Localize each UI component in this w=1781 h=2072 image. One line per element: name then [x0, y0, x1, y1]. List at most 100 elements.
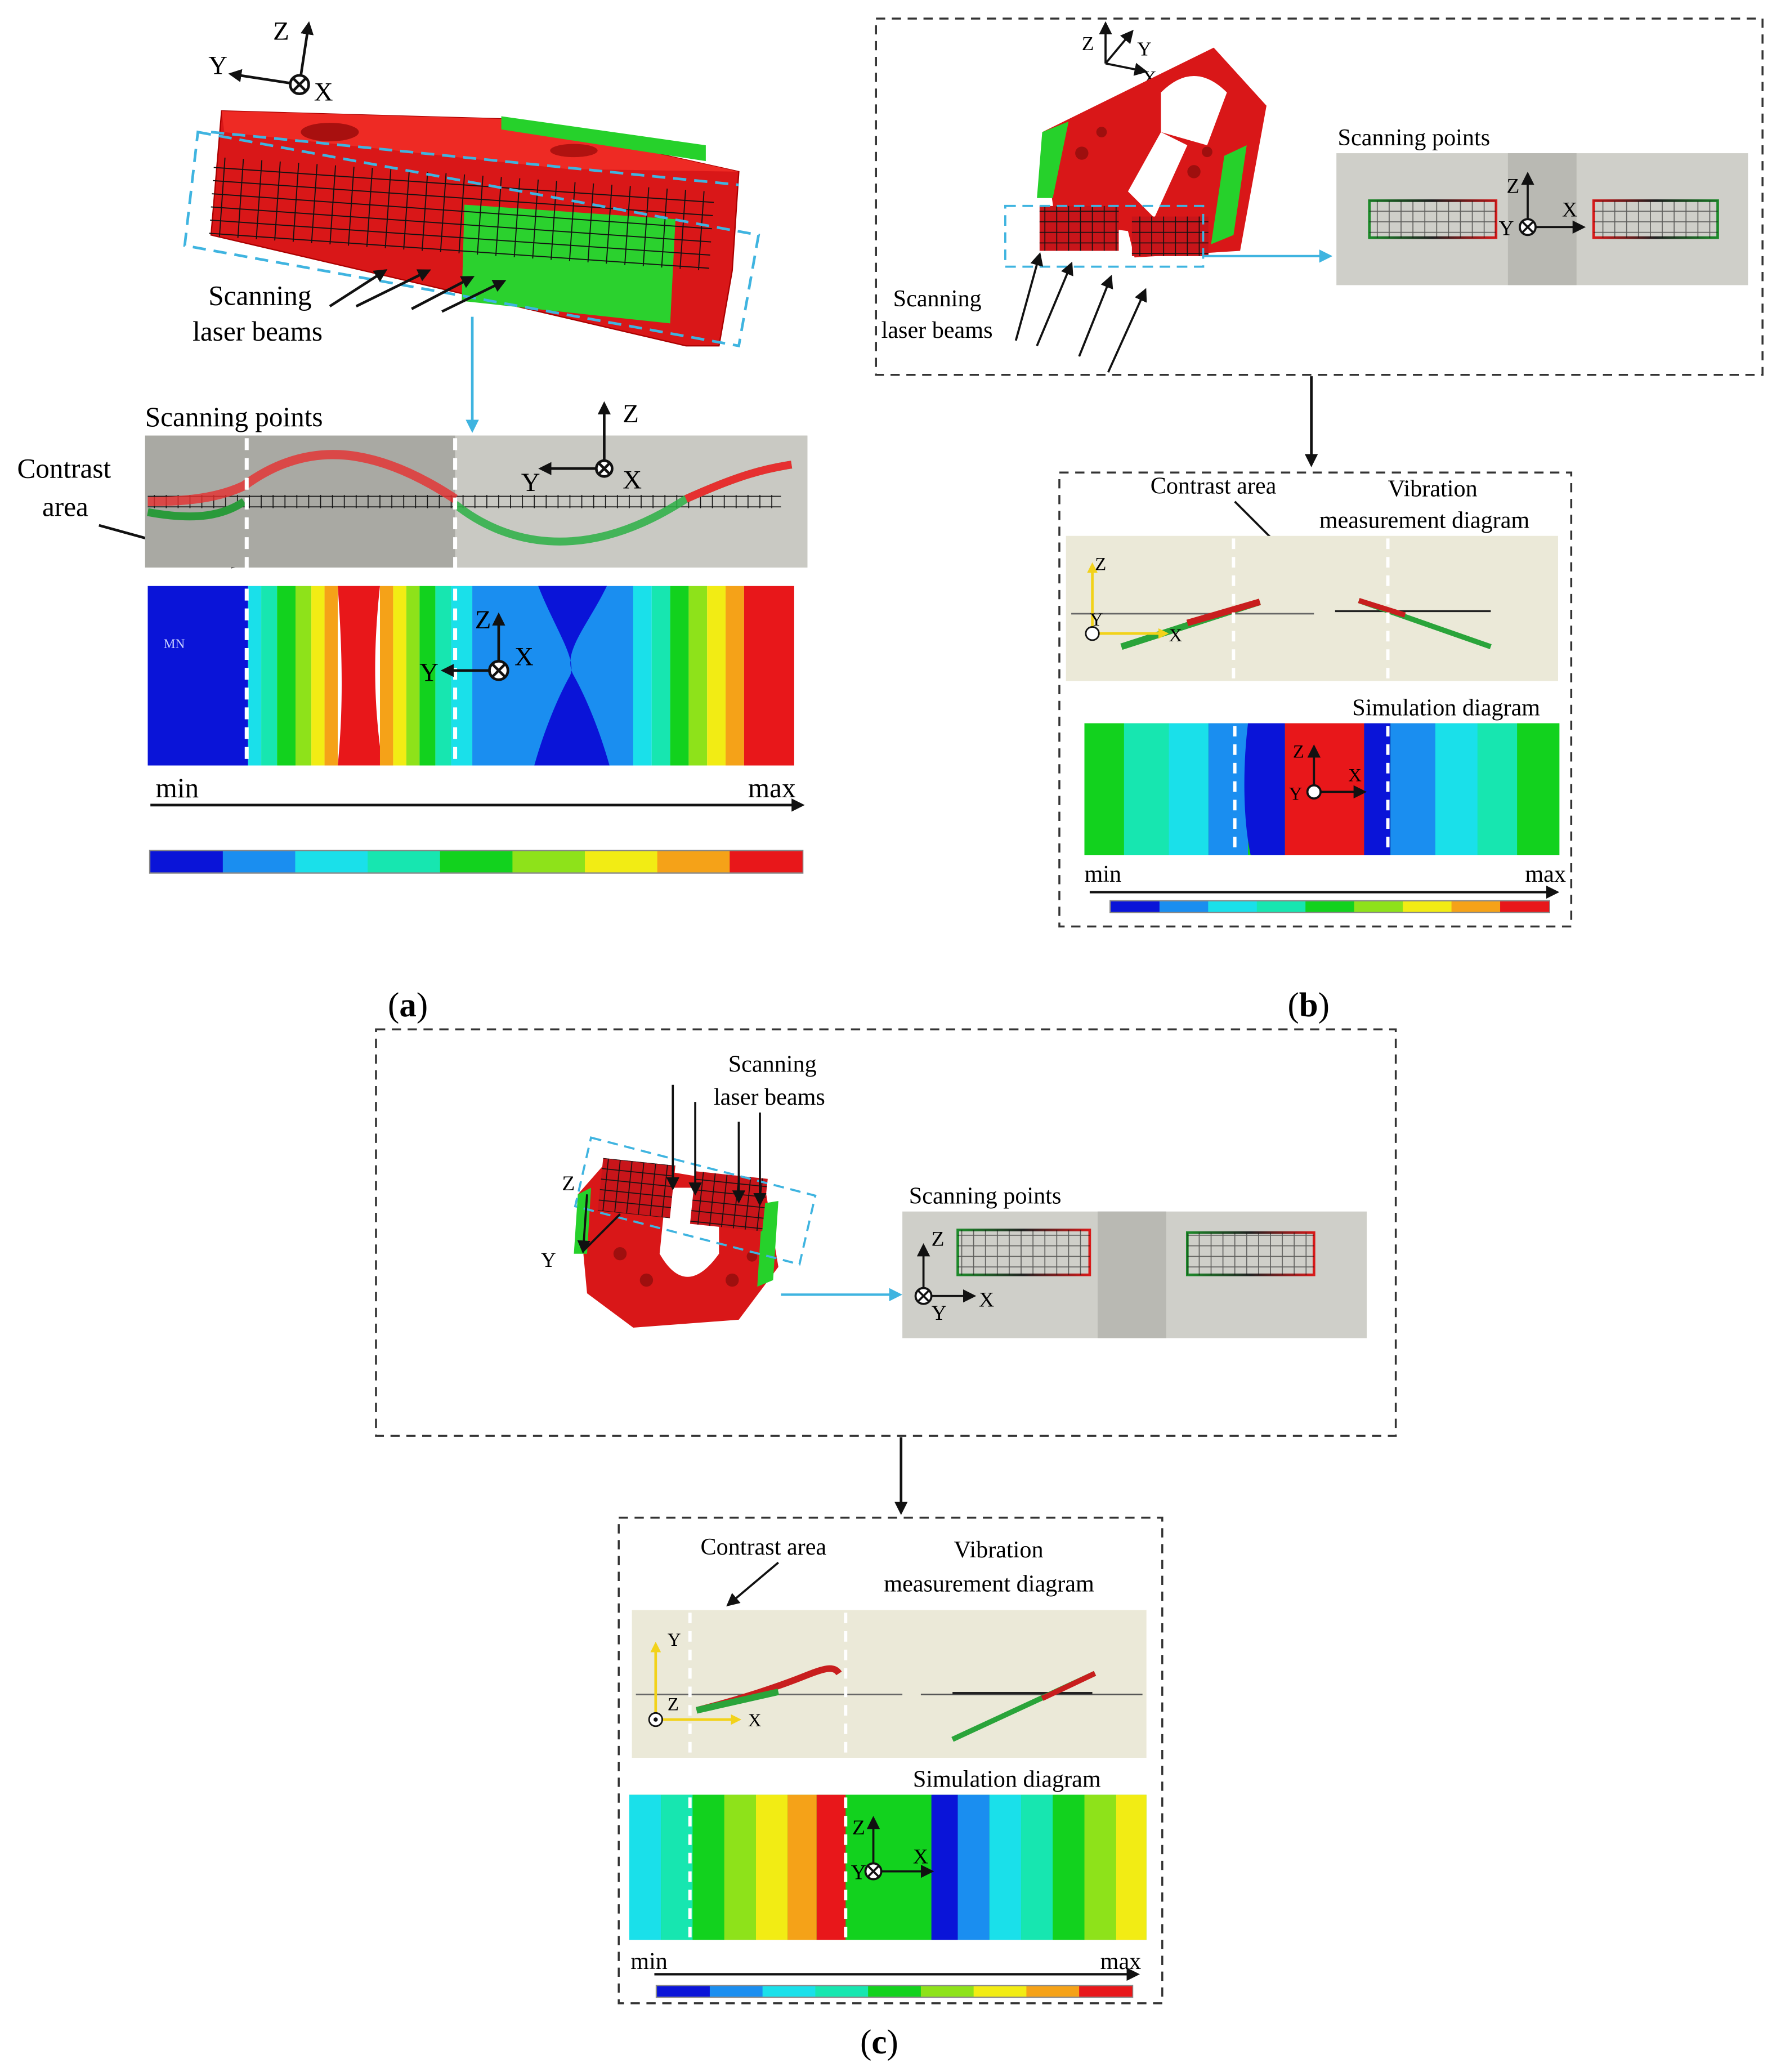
axis-label-z-b1: Z: [1082, 33, 1094, 55]
axis-label-z-b3: Z: [1095, 555, 1106, 575]
color-scale-swatch: [1305, 901, 1355, 912]
laser-beam-arrows-b: [1014, 252, 1147, 373]
contrast-label-b: Contrast area: [1151, 473, 1277, 499]
scan-points-label-c: Scanning points: [909, 1183, 1062, 1209]
axis-triad-a-top: [228, 21, 314, 95]
vib-label-c-line1: Vibration: [954, 1537, 1043, 1563]
axis-label-y-b1: Y: [1137, 38, 1151, 60]
color-scale-swatch: [709, 1986, 763, 1997]
axis-label-y-c2: Y: [932, 1302, 947, 1325]
axis-label-z-c4: Z: [852, 1816, 865, 1839]
panel-c-bottom-frame: [617, 1516, 1164, 2004]
color-scale-bar-b: [1109, 900, 1550, 914]
color-scale-swatch: [1079, 1986, 1133, 1997]
beams-label-b-line1: Scanning: [893, 285, 982, 312]
panel-c: Scanning laser beams Z Y: [375, 1028, 1397, 2061]
panel-label-c: (c): [860, 2024, 898, 2061]
vibration-diagram-c: [632, 1610, 1147, 1758]
scale-min-b: min: [1085, 861, 1122, 887]
panel-b: Z Y X Scanning laser beams Scanning poin…: [875, 17, 1764, 1024]
axis-label-x: X: [314, 77, 333, 106]
laser-beam-arrows-a: [329, 269, 507, 313]
contrast-label-a-line2: area: [42, 492, 88, 523]
axis-label-y-b3: Y: [1090, 610, 1103, 630]
panel-c-top-frame: [375, 1028, 1397, 1437]
scan-photo-a: [145, 401, 808, 568]
color-scale-swatch: [657, 1986, 710, 1997]
vib-label-c-line2: measurement diagram: [884, 1571, 1094, 1597]
beams-label-c-line2: laser beams: [714, 1084, 825, 1110]
scale-max-b: max: [1525, 861, 1566, 887]
color-scale-swatch: [150, 851, 223, 873]
scan-points-label-b: Scanning points: [1338, 124, 1491, 151]
color-scale-swatch: [920, 1986, 974, 1997]
color-scale-swatch: [295, 851, 368, 873]
color-scale-swatch: [1026, 1986, 1080, 1997]
color-scale-swatch: [1403, 901, 1452, 912]
color-scale-swatch: [440, 851, 513, 873]
vibration-diagram-b: [1066, 535, 1558, 681]
scan-points-label-a: Scanning points: [145, 401, 323, 432]
vib-label-b-line2: measurement diagram: [1319, 507, 1530, 534]
color-scale-swatch: [512, 851, 585, 873]
contrast-label-c: Contrast area: [701, 1534, 827, 1560]
color-scale-swatch: [1354, 901, 1403, 912]
axis-label-z-b2: Z: [1507, 175, 1520, 198]
sim-label-c: Simulation diagram: [913, 1766, 1101, 1793]
axis-label-y-c1: Y: [541, 1249, 556, 1272]
beams-label-a-line2: laser beams: [193, 316, 323, 347]
axis-label-y-a2: Y: [521, 468, 540, 497]
color-scale-swatch: [730, 851, 803, 873]
color-scale-swatch: [815, 1986, 869, 1997]
axis-label-z-c1: Z: [562, 1172, 575, 1195]
axis-label-y-a3: Y: [419, 658, 438, 687]
color-scale-swatch: [585, 851, 658, 873]
color-scale-swatch: [973, 1986, 1027, 1997]
part-model-b: [1004, 47, 1267, 268]
laser-beam-arrows-c: [666, 1084, 767, 1207]
axis-label-z: Z: [273, 17, 289, 46]
vib-label-b-line1: Vibration: [1388, 475, 1478, 502]
axis-label-x-c3: X: [748, 1711, 762, 1731]
axis-label-z-a3: Z: [475, 605, 491, 635]
axis-label-y-c3: Y: [668, 1630, 681, 1650]
color-scale-bar-c: [655, 1985, 1134, 1998]
mn-marker-a: MN: [164, 637, 185, 651]
axis-label-x-a2: X: [623, 465, 642, 494]
axis-label-z-b4: Z: [1293, 742, 1304, 762]
color-scale-swatch: [1111, 901, 1160, 912]
axis-label-x-b2: X: [1562, 199, 1577, 222]
part-model-a: [183, 110, 760, 347]
axis-label-z-a2: Z: [623, 399, 639, 428]
simulation-contour-c: [629, 1794, 1147, 1940]
axis-triad-b-top: [1099, 21, 1148, 76]
color-scale-swatch: [1451, 901, 1501, 912]
beams-label-b-line2: laser beams: [881, 317, 993, 343]
scale-min-c: min: [630, 1948, 668, 1975]
axis-label-y-c4: Y: [851, 1861, 866, 1885]
axis-label-y: Y: [208, 51, 227, 80]
axis-label-x-a3: X: [514, 642, 534, 671]
panel-label-b: (b): [1287, 986, 1329, 1024]
axis-label-x-c2: X: [979, 1288, 994, 1311]
axis-label-x-b3: X: [1169, 626, 1183, 646]
color-scale-swatch: [1159, 901, 1209, 912]
scale-max-a: max: [748, 772, 796, 803]
beams-label-a-line1: Scanning: [208, 280, 311, 311]
color-scale-swatch: [1208, 901, 1258, 912]
color-scale-swatch: [868, 1986, 921, 1997]
beams-label-c-line1: Scanning: [728, 1051, 817, 1077]
color-scale-swatch: [657, 851, 731, 873]
axis-label-x-b4: X: [1348, 766, 1362, 786]
panel-b-bottom-frame: [1058, 471, 1573, 928]
axis-label-y-b2: Y: [1498, 217, 1514, 240]
color-scale-swatch: [1256, 901, 1306, 912]
contrast-arrow-c: [726, 1561, 779, 1607]
panel-a: Z Y X Scanning laser beams Scanning poin…: [17, 17, 808, 1024]
color-scale-swatch: [762, 1986, 816, 1997]
contrast-label-a-line1: Contrast: [17, 453, 111, 484]
simulation-contour-b: [1084, 723, 1560, 855]
axis-label-z-c2: Z: [932, 1228, 945, 1251]
color-scale-bar-a: [149, 850, 804, 874]
